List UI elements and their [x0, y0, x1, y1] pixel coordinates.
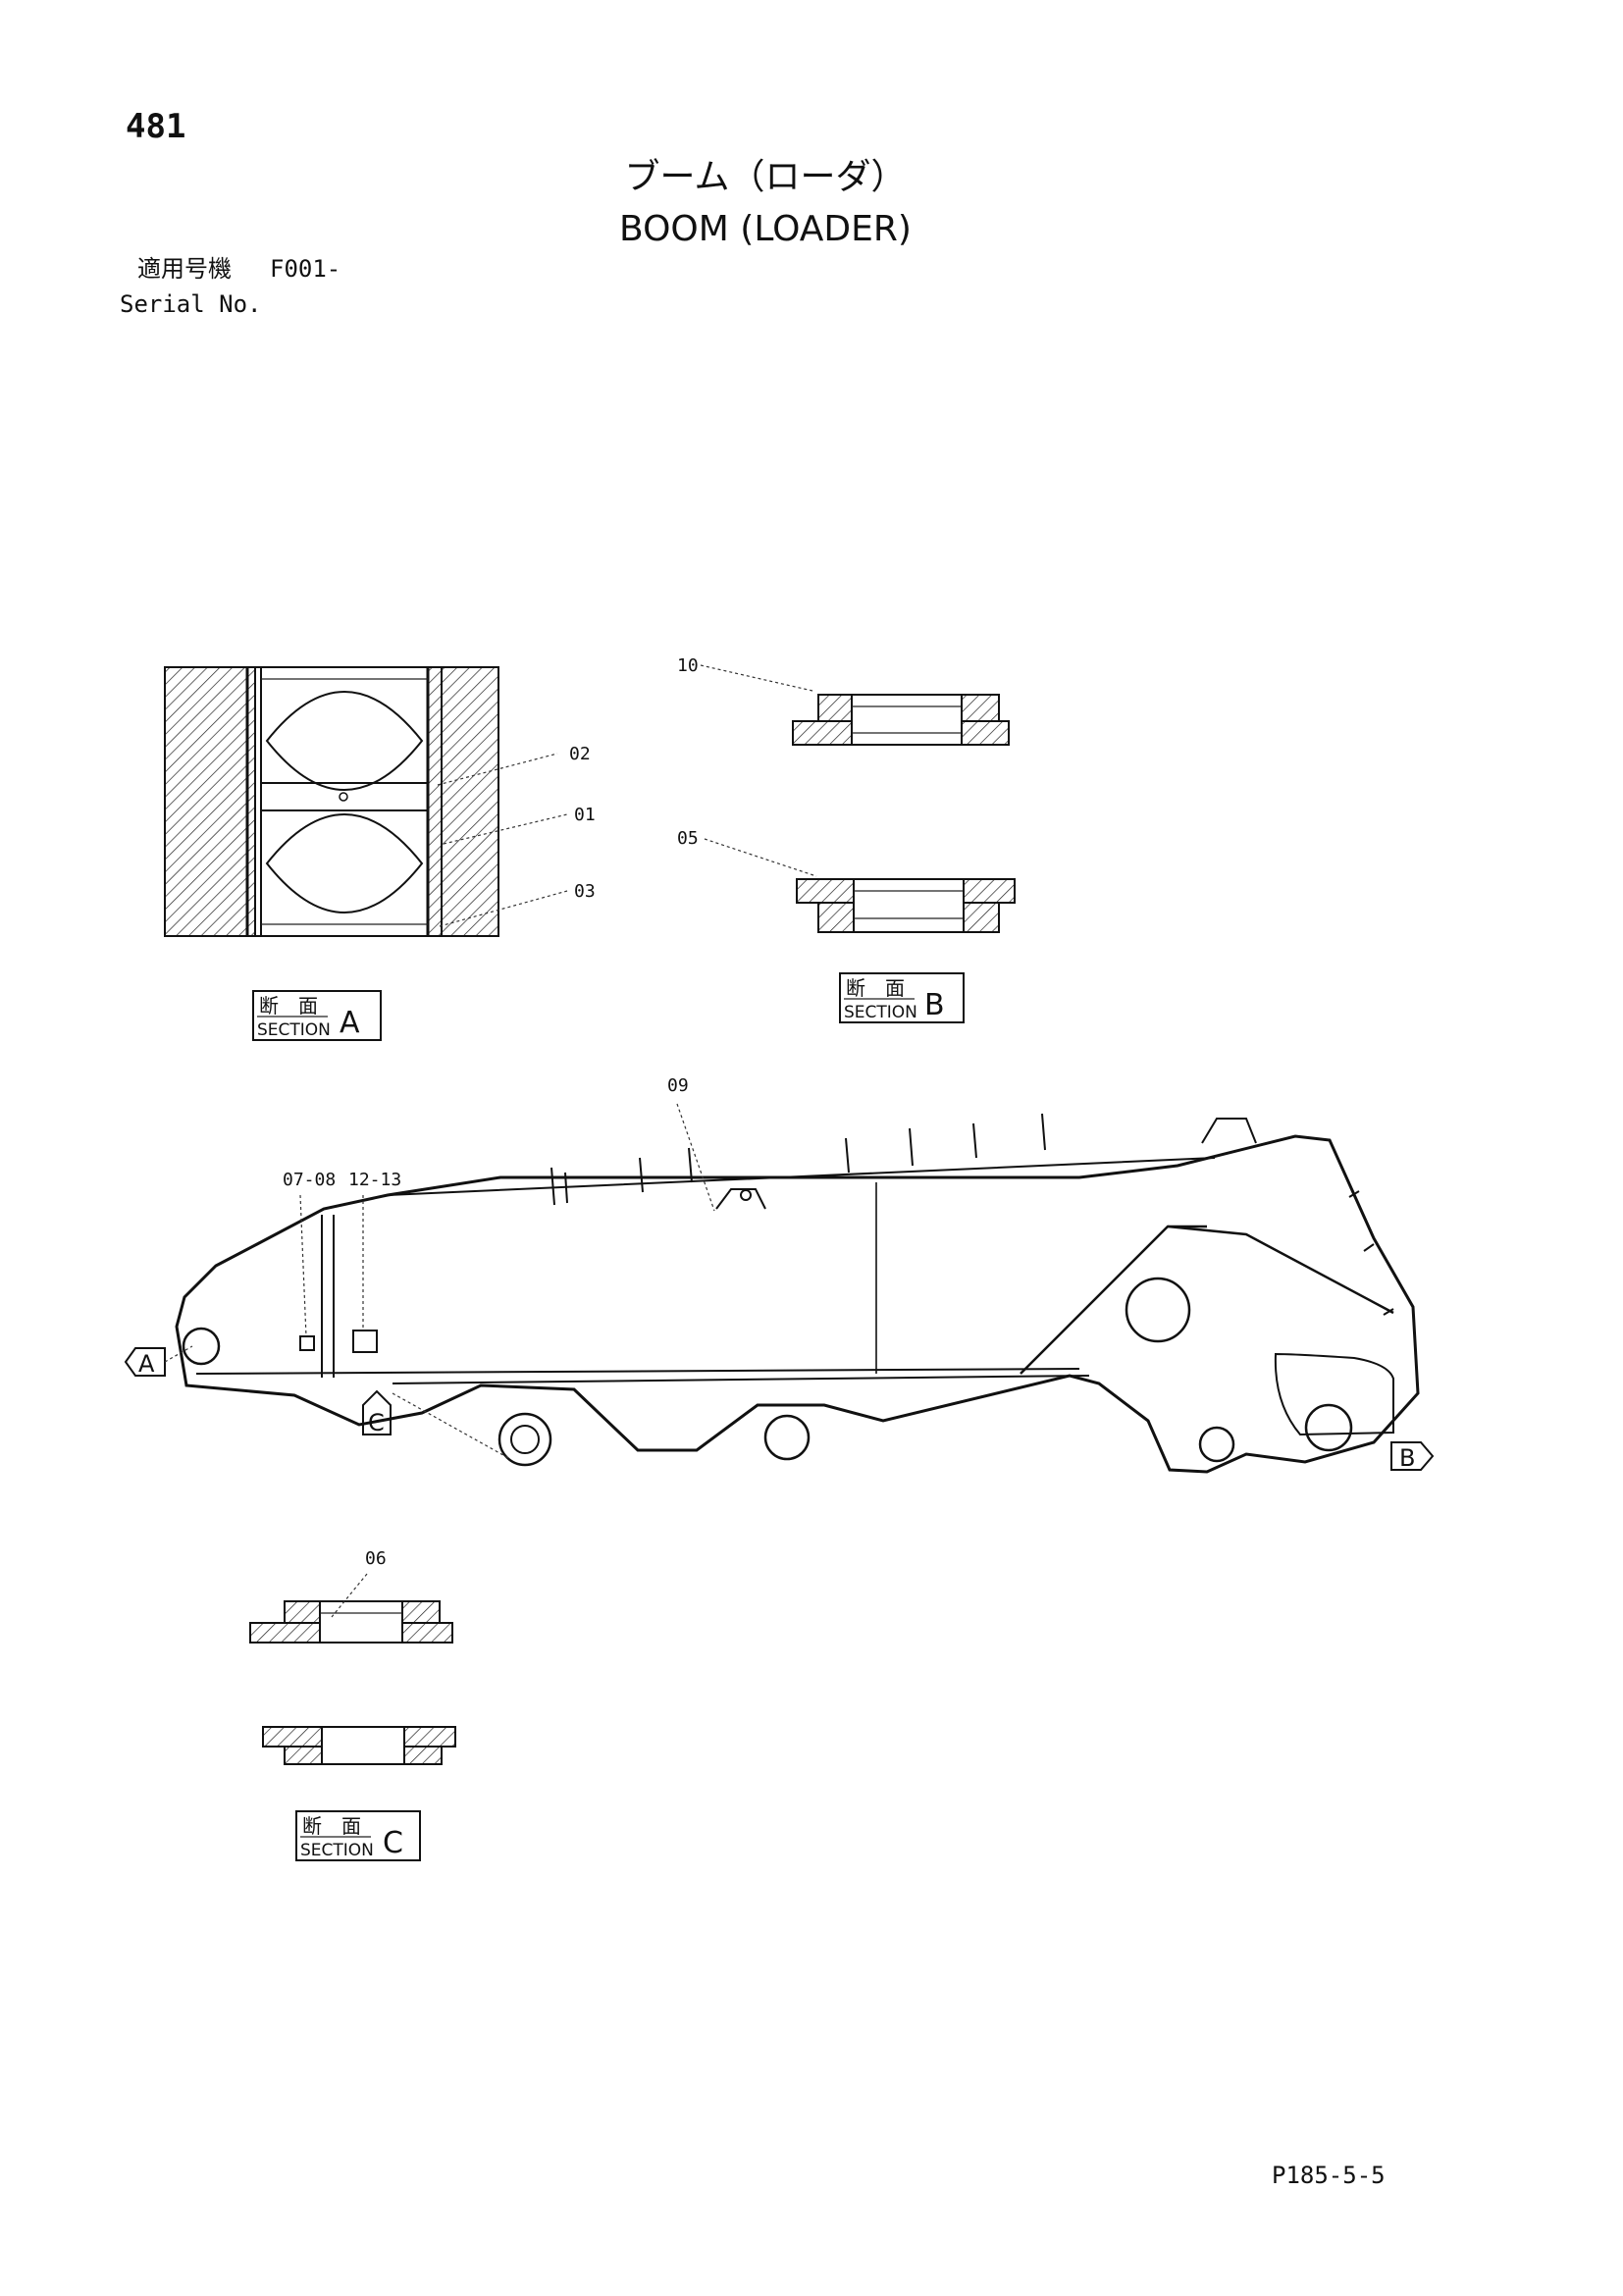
section-c-lower-drawing: [262, 1726, 456, 1765]
section-a-label: 断 面 SECTION A: [252, 990, 382, 1041]
section-c-label-en: SECTION: [300, 1841, 374, 1860]
callout-07-08: 07-08: [283, 1170, 336, 1190]
section-a-letter: A: [340, 1006, 360, 1040]
section-marker-a: A: [124, 1345, 193, 1378]
callout-05: 05: [677, 828, 699, 849]
callout-02: 02: [569, 744, 591, 764]
serial-label-japanese: 適用号機: [137, 255, 232, 283]
section-a-drawing: [164, 666, 499, 937]
callout-06: 06: [365, 1548, 387, 1569]
boom-side-view: [175, 1113, 1420, 1474]
serial-label-english: Serial No.: [120, 290, 262, 318]
section-marker-c: C: [362, 1389, 511, 1460]
section-c-upper-drawing: [249, 1600, 453, 1644]
section-a-label-jp: 断 面: [259, 994, 318, 1018]
callout-12-13: 12-13: [348, 1170, 401, 1190]
marker-b-letter: B: [1399, 1444, 1415, 1472]
callout-10: 10: [677, 655, 699, 676]
footer-code: P185-5-5: [1272, 2162, 1386, 2189]
section-b-label-en: SECTION: [844, 1003, 917, 1022]
callout-09: 09: [667, 1075, 689, 1096]
page-number: 481: [126, 107, 185, 146]
title-english: BOOM (LOADER): [619, 209, 912, 249]
title-japanese: ブーム（ローダ）: [625, 157, 907, 197]
section-b-upper-drawing: [792, 694, 1010, 746]
section-c-letter: C: [383, 1826, 403, 1860]
section-b-letter: B: [924, 988, 945, 1022]
callout-01: 01: [574, 805, 596, 825]
callout-03: 03: [574, 881, 596, 902]
marker-a-letter: A: [138, 1350, 155, 1378]
section-marker-b: B: [1390, 1441, 1435, 1472]
section-b-lower-drawing: [796, 878, 1016, 933]
section-c-label-jp: 断 面: [302, 1814, 361, 1838]
section-b-label: 断 面 SECTION B: [839, 972, 965, 1023]
section-a-label-en: SECTION: [257, 1020, 331, 1040]
serial-value: F001-: [270, 255, 340, 283]
section-b-label-jp: 断 面: [846, 976, 905, 1000]
marker-c-letter: C: [368, 1409, 385, 1436]
section-c-label: 断 面 SECTION C: [295, 1810, 421, 1861]
